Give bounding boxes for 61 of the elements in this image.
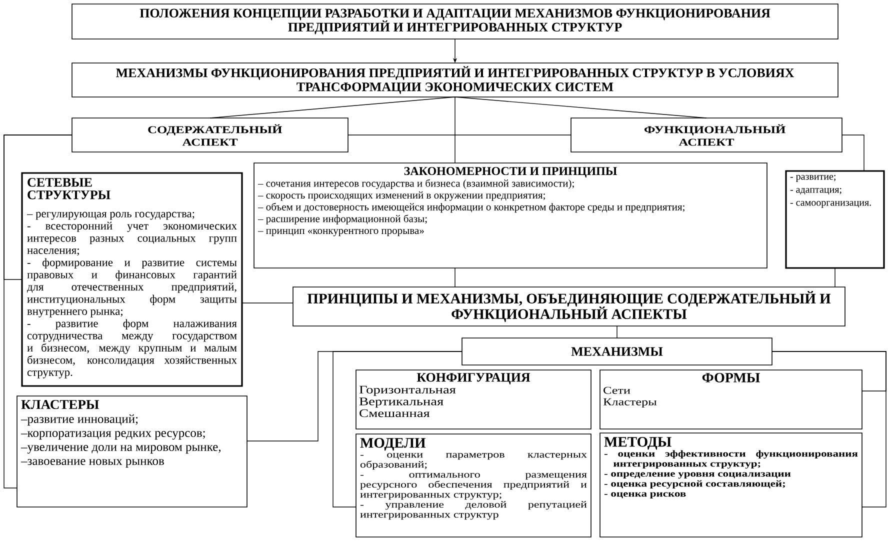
connector-line	[616, 326, 618, 338]
list-item: - оценки эффективности функционирования интегрированных структур;	[604, 450, 858, 469]
list-item: - оценка рисков	[604, 492, 686, 499]
list-item: – принцип «конкурентного прорыва»	[258, 229, 424, 236]
list-item: - развитие;	[790, 175, 836, 182]
connector-line	[4, 134, 72, 488]
connector-line	[454, 268, 456, 288]
text-box	[254, 162, 768, 268]
list-item: –завоевание новых рынков	[20, 459, 164, 468]
box-heading: ЗАКОНОМЕРНОСТИ И ПРИНЦИПЫ	[404, 167, 617, 178]
list-item: – скорость происходящих изменений в окружении предприятия;	[258, 191, 545, 201]
list-item: – объем и достоверность имеющейся информации о конкретном факторе среды и предприятия;	[258, 202, 684, 213]
list-item: - управление деловой репутацией интегрированных структур	[360, 501, 587, 520]
list-item: Кластеры	[603, 398, 657, 408]
connector-line	[834, 268, 836, 288]
box-heading: ФОРМЫ	[702, 373, 760, 382]
connector-line	[454, 96, 456, 164]
text-box	[16, 396, 248, 508]
list-item: - оптимального размещения ресурсного обеспечения предприятий и интегрированных структур;	[360, 473, 587, 500]
list-item: – сочетания интересов государства и бизнеса (взаимной зависимости);	[258, 179, 574, 189]
text-box	[785, 170, 885, 269]
text-box	[21, 172, 243, 387]
list-item: - адаптация;	[790, 188, 842, 195]
connector-line	[210, 96, 456, 118]
list-item: –корпоратизация редких ресурсов;	[20, 431, 205, 440]
text-box: ПОЛОЖЕНИЯ КОНЦЕПЦИИ РАЗРАБОТКИ И АДАПТАЦИИ МЕХАНИЗМОВ ФУНКЦИОНИРОВАНИЯ ПРЕДПРИЯТИЙ И ИНТЕГРИРОВАННЫХ СТРУКТУР	[72, 4, 838, 40]
text-box: МЕХАНИЗМЫ ФУНКЦИОНИРОВАНИЯ ПРЕДПРИЯТИЙ И ИНТЕГРИРОВАННЫХ СТРУКТУР В УСЛОВИЯХ ТРАНСФОРМАЦИИ ЭКОНОМИЧЕСКИХ СИСТЕМ	[72, 62, 838, 98]
list-item: - формирование и развитие системы правовых и финансовых гарантий для отечественных предприятий, институциональных форм защиты внутреннего рынка;	[27, 258, 237, 318]
list-item: – расширение информационной базы;	[258, 214, 427, 224]
list-item: - определение уровня социализации	[604, 472, 791, 479]
text-box	[600, 432, 862, 538]
text-box	[600, 370, 862, 430]
box-heading: СЕТЕВЫЕ СТРУКТУРЫ	[28, 178, 110, 200]
box-heading: МОДЕЛИ	[360, 438, 426, 451]
connector-line	[772, 351, 886, 508]
box-heading: КЛАСТЕРЫ	[21, 400, 99, 410]
text-box: ФУНКЦИОНАЛЬНЫЙ АСПЕКТ	[570, 118, 842, 152]
box-heading: КОНФИГУРАЦИЯ	[416, 373, 530, 384]
text-box: ПРИНЦИПЫ И МЕХАНИЗМЫ, ОБЪЕДИНЯЮЩИЕ СОДЕРЖАТЕЛЬНЫЙ И ФУНКЦИОНАЛЬНЫЙ АСПЕКТЫ	[292, 286, 846, 326]
connector-line	[454, 96, 707, 118]
text-box: МЕХАНИЗМЫ	[462, 338, 772, 366]
list-item: Смешанная	[360, 409, 430, 418]
list-item: –развитие инноваций;	[20, 414, 138, 426]
connector-line	[332, 351, 462, 508]
list-item: - оценки параметров кластерных образований;	[360, 453, 587, 470]
text-box: СОДЕРЖАТЕЛЬНЫЙ АСПЕКТ	[72, 118, 348, 152]
list-item: Сети	[604, 386, 630, 394]
list-item: Вертикальная	[359, 398, 444, 408]
list-item: - развитие форм налаживания сотрудничества между государством и бизнесом, между крупным и малым бизнесом, консолидация хозяйственных структур.	[27, 319, 237, 378]
list-item: Горизонтальная	[359, 386, 456, 396]
list-item: - оценка ресурсной составляющей;	[604, 480, 785, 489]
connector-line	[242, 302, 294, 304]
list-item: - всесторонний учет экономических интересов разных социальных групп населения;	[27, 222, 237, 256]
box-heading: МЕТОДЫ	[604, 437, 672, 450]
connector-line	[842, 134, 864, 172]
list-item: - самоорганизация.	[790, 201, 871, 208]
text-box	[356, 434, 592, 538]
list-item: –увеличение доли на мировом рынке,	[20, 445, 221, 454]
connector-line	[348, 134, 572, 136]
text-box	[356, 370, 592, 430]
list-item: – регулирующая роль государства;	[26, 212, 194, 220]
